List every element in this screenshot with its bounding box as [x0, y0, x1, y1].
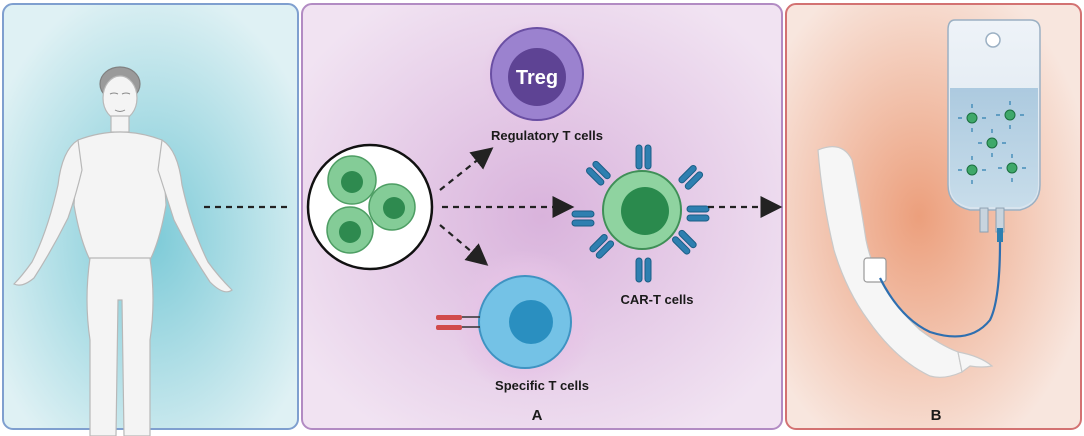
- car-t-cells-label: CAR-T cells: [621, 292, 694, 307]
- tcr-receptor-icon: [436, 315, 480, 330]
- regulatory-t-cells-label: Regulatory T cells: [491, 128, 603, 143]
- specific-t-cells-label: Specific T cells: [495, 378, 589, 393]
- human-figure-icon: [12, 66, 233, 436]
- arrow-to-specific-t: [439, 224, 489, 266]
- t-cell-icon: [368, 183, 416, 231]
- car-receptors: [571, 144, 710, 283]
- panel-a-label: A: [532, 407, 543, 424]
- specific-t-cell: [436, 250, 597, 394]
- treg-cell: Treg: [481, 20, 593, 132]
- t-cell-icon: [326, 206, 374, 254]
- iv-bag-icon: [947, 19, 1041, 242]
- car-t-cells-in-bag: [966, 109, 1018, 176]
- panel-b-label: B: [931, 407, 942, 424]
- harvested-t-cells: [306, 143, 434, 271]
- car-t-cell: [571, 144, 710, 283]
- iv-tube: [879, 241, 1002, 338]
- t-cell-icon: [327, 155, 377, 205]
- face-features: [109, 92, 131, 112]
- patient-panel: [2, 3, 299, 436]
- treg-badge: Treg: [516, 67, 558, 89]
- patient-arm-icon: [817, 146, 994, 378]
